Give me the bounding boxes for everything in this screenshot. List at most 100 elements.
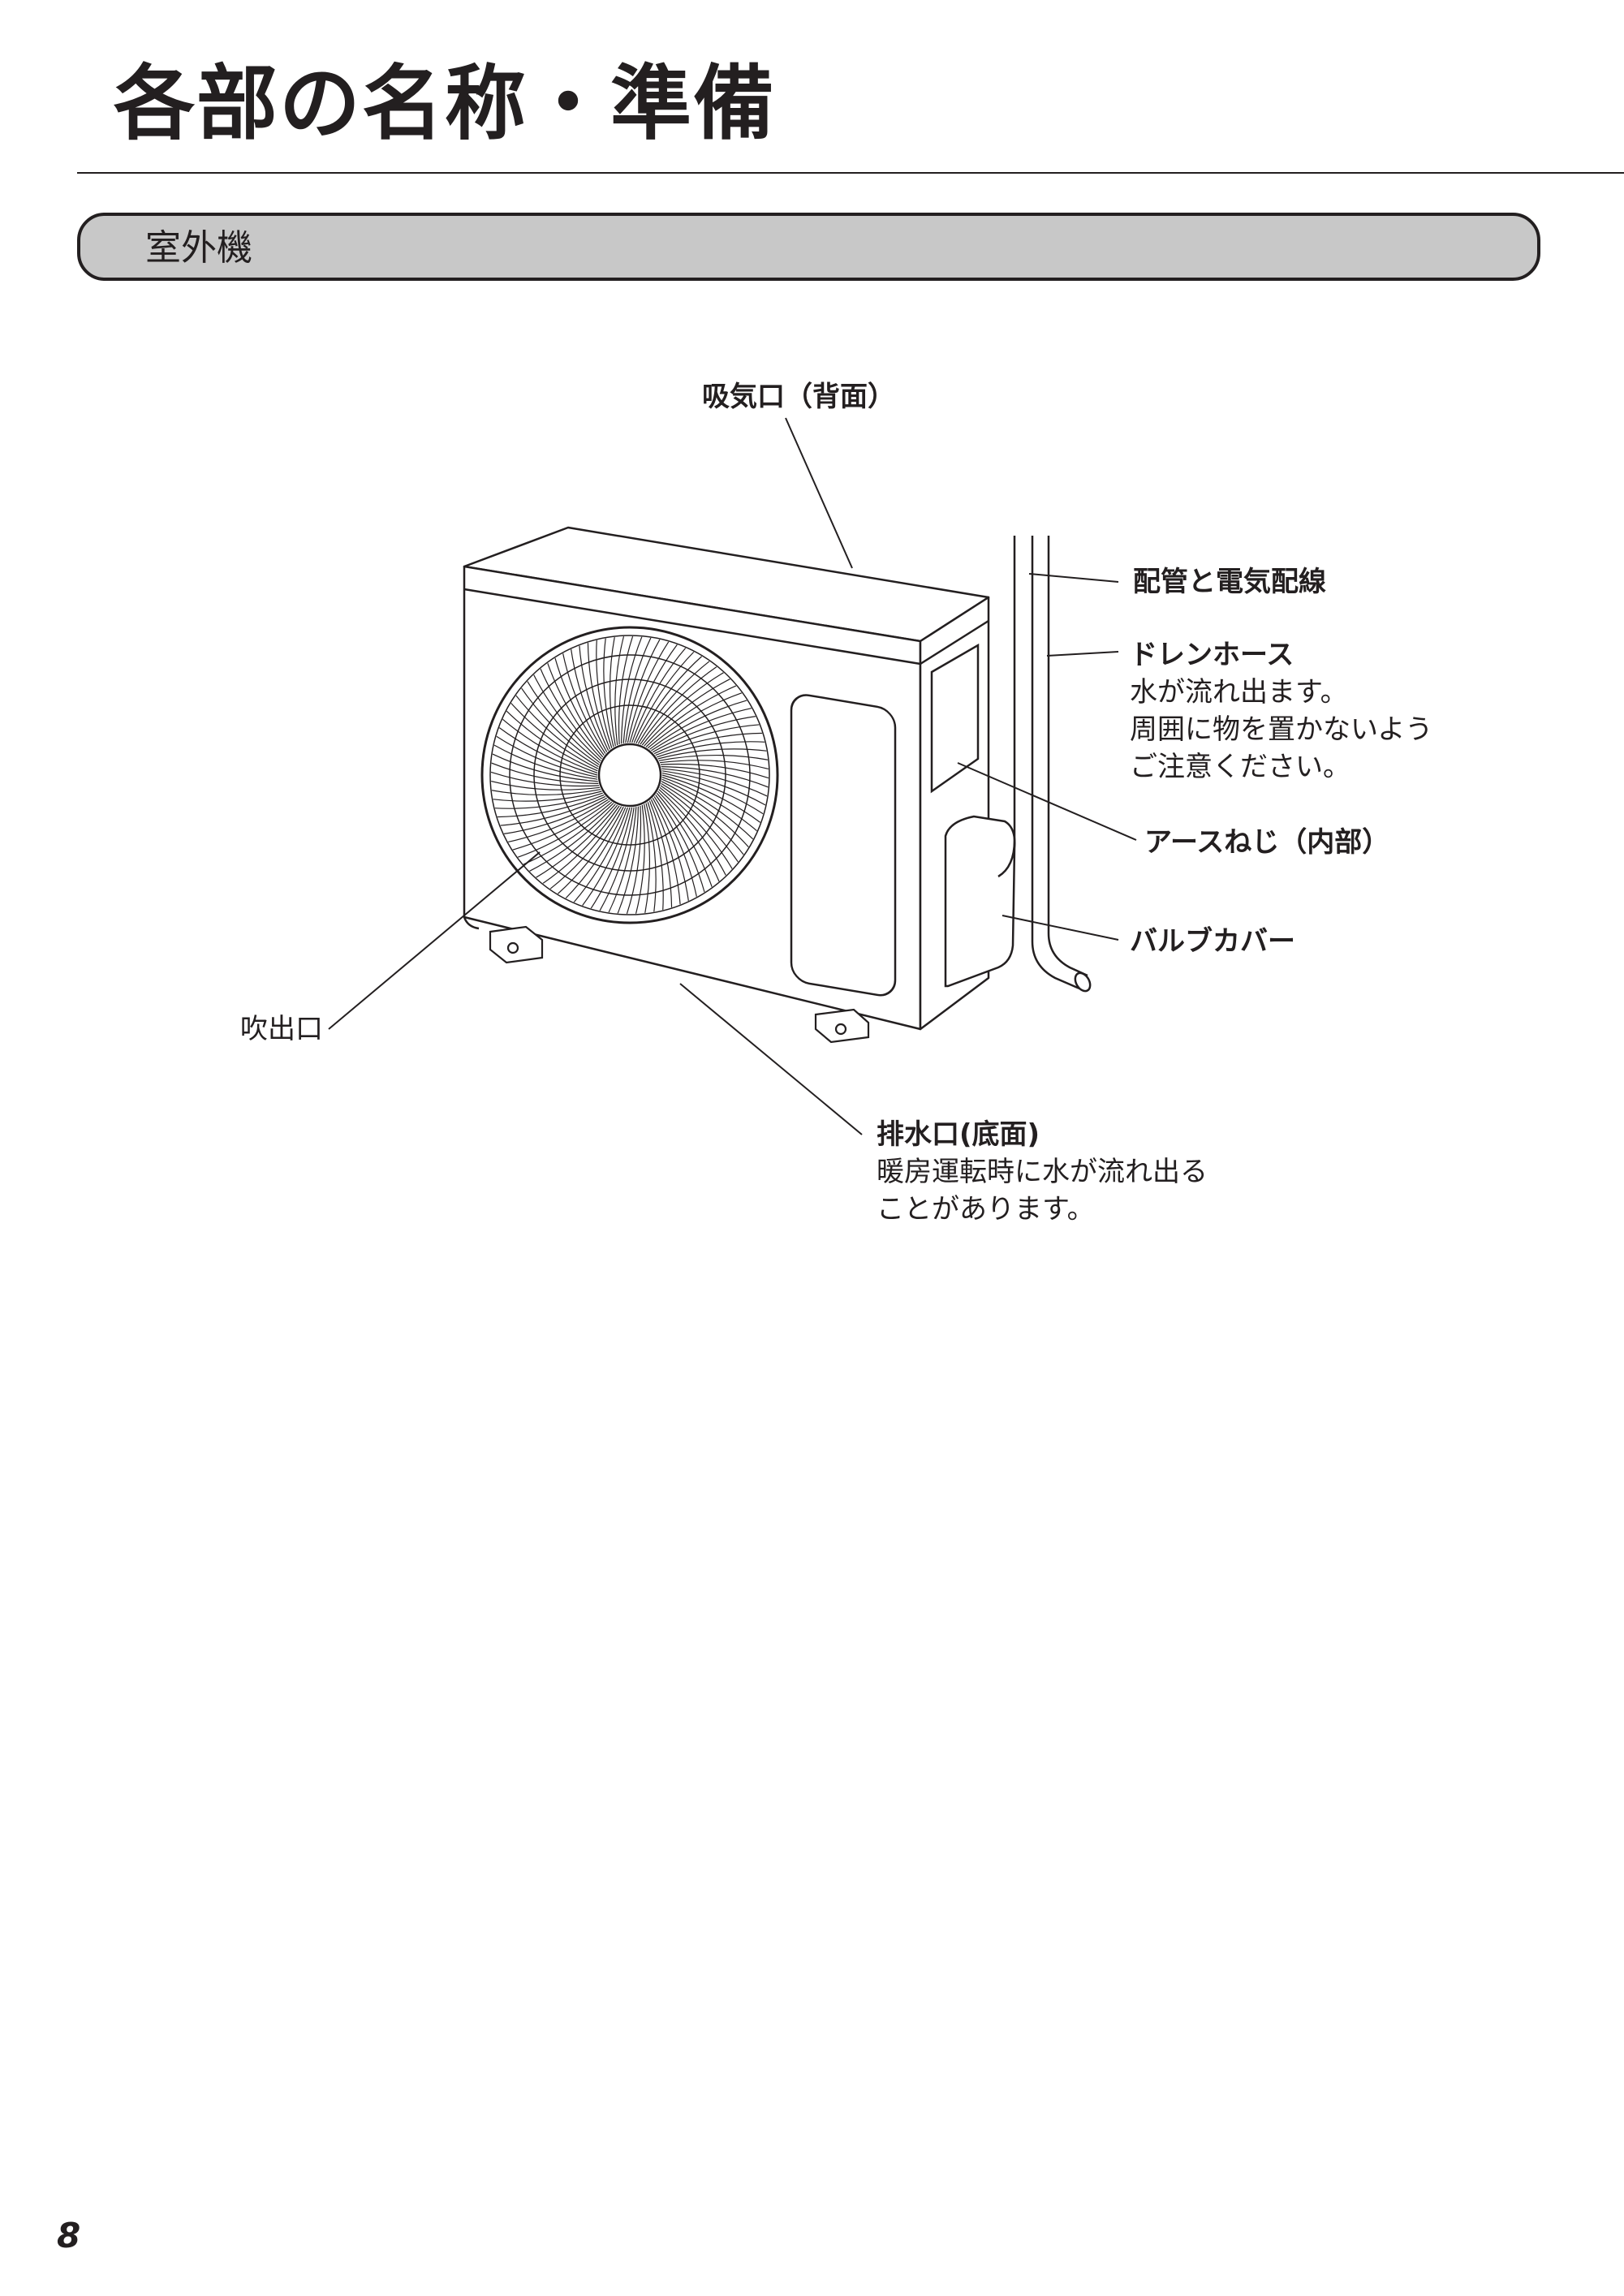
- grille-fin: [647, 802, 664, 911]
- earth-screw-label-text: アースねじ（内部）: [1144, 826, 1390, 859]
- grille-fin: [608, 807, 637, 914]
- grille-fin: [506, 709, 598, 772]
- grille-fin: [573, 807, 628, 903]
- side-window: [930, 643, 980, 794]
- grille-fin: [651, 707, 753, 752]
- earth-screw-label: アースねじ（内部）: [1144, 824, 1389, 861]
- intake-label-text: 吸気口（背面）: [702, 381, 895, 413]
- grille-fin: [653, 796, 698, 898]
- grille-fin: [532, 674, 601, 761]
- grille-fin: [491, 789, 601, 796]
- intake-label: 吸気口（背面）: [702, 378, 895, 416]
- grille-fin: [522, 803, 614, 865]
- grille-fin: [647, 691, 743, 749]
- grille-fin: [661, 766, 769, 788]
- grille-fin: [640, 666, 718, 745]
- grille-fin: [637, 660, 711, 744]
- grille-fin: [659, 760, 769, 770]
- grille-fin: [648, 800, 673, 909]
- grille-fin: [562, 652, 606, 754]
- grille-fin: [491, 771, 600, 787]
- mounting-feet: [489, 925, 870, 1044]
- grille-fin: [557, 806, 624, 895]
- title-divider: [77, 172, 1624, 174]
- grille-fin: [657, 741, 766, 758]
- grille-fin: [661, 782, 745, 856]
- drain-hose-desc-line: 水が流れ出ます。: [1130, 676, 1348, 709]
- grille-fin: [599, 807, 635, 912]
- grille-fin: [644, 803, 651, 914]
- grille-fin: [554, 657, 605, 756]
- grille-fin: [581, 807, 631, 907]
- grille-fin: [633, 651, 696, 743]
- grille-fin: [661, 777, 758, 832]
- grille-fin: [502, 718, 598, 773]
- outlet-label: 吹出口: [240, 1010, 323, 1048]
- drain-port-desc-line: 暖房運転時に水が流れ出る: [877, 1156, 1208, 1188]
- grille-fin: [491, 762, 599, 784]
- grille-fin: [645, 803, 657, 913]
- grille-fin: [546, 661, 604, 758]
- grille-fin: [661, 778, 754, 841]
- grille-fin: [622, 636, 652, 743]
- grille-fin: [657, 748, 768, 760]
- grille-fin: [499, 795, 606, 826]
- grille-fin: [516, 801, 613, 859]
- grille-fin: [587, 641, 611, 750]
- grille-fin: [641, 671, 725, 746]
- section-title: 室外機: [145, 227, 252, 269]
- grille-fin: [526, 680, 601, 764]
- drain-hose-label-text: ドレンホース: [1130, 639, 1294, 671]
- grille-fin: [661, 774, 761, 824]
- grille-fin: [515, 694, 599, 768]
- grille-fin: [511, 800, 610, 851]
- grille-fin: [629, 644, 678, 743]
- grille-fin: [564, 807, 627, 899]
- section-header: 室外機: [77, 213, 1540, 281]
- grille-fin: [658, 789, 727, 877]
- valve-cover-shape: [944, 815, 1016, 988]
- grille-fin: [626, 805, 642, 914]
- grille-fin: [618, 636, 634, 745]
- grille-fin: [625, 638, 661, 743]
- page-number: 8: [57, 2216, 81, 2255]
- grille-fin: [661, 772, 765, 815]
- grille-fin: [657, 790, 720, 883]
- page-title: 各部の名称・準備: [114, 56, 776, 151]
- grille-fin: [617, 806, 639, 914]
- piping-label: 配管と電気配線: [1133, 563, 1326, 601]
- service-panel: [790, 694, 897, 997]
- grille-fin: [656, 792, 713, 889]
- drain-port-label: 排水口(底面) 暖房運転時に水が流れ出る ことがあります。: [877, 1116, 1208, 1228]
- grille-fin: [549, 806, 622, 890]
- grille-fin: [590, 807, 633, 910]
- grille-fin: [493, 744, 598, 780]
- grille-fin: [660, 763, 769, 779]
- grille-fin: [535, 804, 618, 879]
- pipes: [997, 536, 1092, 993]
- valve-cover-label-text: バルブカバー: [1130, 925, 1295, 958]
- grille-fin: [650, 799, 681, 906]
- grille-fin: [635, 804, 645, 914]
- grille-fin: [493, 792, 603, 809]
- grille-fin: [653, 724, 760, 755]
- grille-fin: [570, 648, 608, 752]
- drain-port-desc-line: ことがあります。: [877, 1193, 1095, 1226]
- drain-hose-label: ドレンホース 水が流れ出ます。 周囲に物を置かないよう ご注意ください。: [1130, 636, 1432, 786]
- grille-fin: [492, 790, 602, 802]
- grille-fin: [655, 732, 764, 756]
- fan-grille: [480, 626, 779, 924]
- grille-fin: [506, 799, 609, 843]
- grille-fin: [579, 644, 610, 752]
- outlet-label-text: 吹出口: [240, 1013, 323, 1045]
- piping-label-text: 配管と電気配線: [1133, 566, 1326, 598]
- leader-lines: [328, 417, 1137, 1135]
- drain-port-label-text: 排水口(底面): [877, 1118, 1040, 1151]
- grille-fin: [491, 753, 598, 782]
- drain-hose-desc-line: ご注意ください。: [1130, 751, 1350, 783]
- grille-fin: [649, 700, 748, 750]
- grille-fin: [502, 797, 607, 835]
- grille-fin: [661, 768, 769, 797]
- grille-fin: [496, 794, 605, 818]
